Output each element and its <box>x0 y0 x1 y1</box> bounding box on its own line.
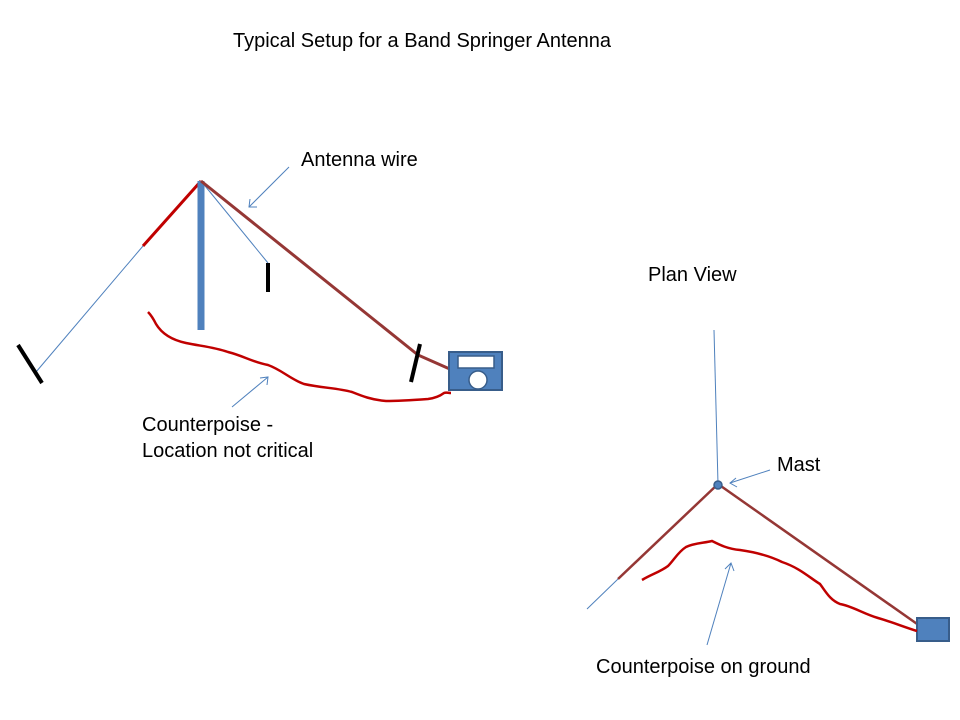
antenna-wire-label: Antenna wire <box>301 149 418 171</box>
counterpoise-ground-arrowhead <box>724 562 735 572</box>
mast-arrowhead <box>729 477 738 488</box>
counterpoise-pointer <box>231 376 269 408</box>
plan-radio-rig <box>916 617 950 642</box>
antenna-wire-red <box>141 180 203 247</box>
antenna-wire-brown <box>200 179 453 372</box>
plan-wire-right <box>717 482 921 628</box>
plan-mast-dot <box>713 480 723 490</box>
plan-guy-line-left <box>586 578 619 610</box>
diagram-title: Typical Setup for a Band Springer Antenn… <box>233 30 612 52</box>
radio-rig-display <box>457 355 495 369</box>
plan-view-label: Plan View <box>648 264 737 286</box>
counterpoise-arrowhead <box>259 376 269 386</box>
antenna-wire-pointer <box>248 166 290 208</box>
left-insulator <box>16 343 44 385</box>
counterpoise-label-line2: Location not critical <box>142 440 314 462</box>
counterpoise-ground-label: Counterpoise on ground <box>596 656 811 678</box>
mast-label: Mast <box>777 454 821 476</box>
plan-counterpoise-wire <box>641 539 918 633</box>
middle-guy-line <box>200 180 269 264</box>
antenna-wire-arrowhead <box>248 198 257 208</box>
plan-guy-line-up <box>713 329 719 485</box>
mast-pointer <box>729 469 771 484</box>
counterpoise-wire <box>147 311 452 403</box>
counterpoise-label: Counterpoise - Location not critical <box>142 412 313 464</box>
radio-rig-knob <box>468 370 488 390</box>
counterpoise-label-line1: Counterpoise - <box>142 414 274 436</box>
counterpoise-ground-pointer <box>706 562 732 646</box>
left-guy-line <box>35 245 144 373</box>
right-insulator <box>409 343 422 383</box>
plan-wire-left <box>617 483 719 580</box>
